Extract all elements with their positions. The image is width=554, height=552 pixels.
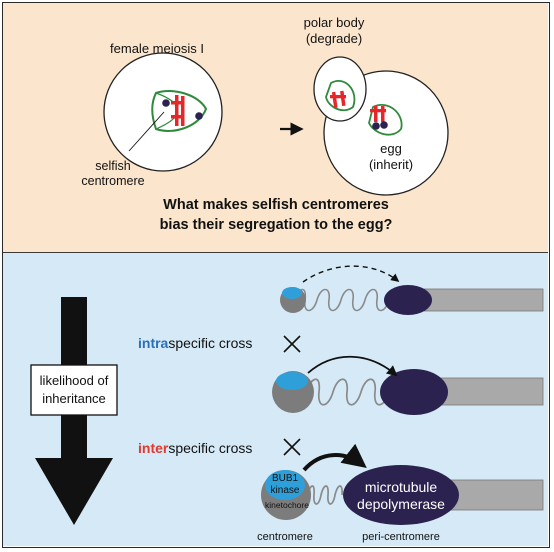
depolymerase-small [384, 285, 432, 315]
polar-body-label-1: polar body [304, 15, 365, 30]
question-line-1: What makes selfish centromeres [163, 197, 389, 213]
top-panel [3, 3, 548, 252]
meiosis-label: female meiosis I [110, 41, 204, 56]
egg-cell [313, 56, 449, 196]
bub1-label-2: kinase [271, 485, 300, 496]
selfish-label-2: centromere [81, 174, 144, 188]
figure: female meiosis I selfish centromere [2, 2, 550, 548]
depolymerase-large [343, 465, 459, 525]
chromosome-strong [261, 443, 544, 525]
curved-arrow-icon [307, 355, 398, 377]
diagram-canvas: female meiosis I selfish centromere [30, 15, 544, 543]
bub1-label-1: BUB1 [272, 473, 299, 484]
oocyte-cell [103, 52, 223, 172]
chromosome-medium [272, 355, 544, 415]
egg-label-1: egg [380, 141, 402, 156]
kinetochore-small [282, 287, 302, 299]
depolymerase-medium [380, 369, 448, 415]
kinetochore-large [265, 470, 305, 500]
inter-cross-label: interspecific cross [138, 440, 252, 456]
question-line-2: bias their segregation to the egg? [160, 217, 393, 233]
polar-body [313, 56, 367, 122]
inheritance-box [30, 364, 118, 416]
inheritance-label-1: likelihood of [40, 373, 109, 388]
spindle [151, 90, 208, 132]
inheritance-label-2: inheritance [42, 391, 106, 406]
polar-body-label-2: (degrade) [306, 31, 362, 46]
kinetochore-medium [276, 372, 308, 390]
depolymerase-label-2: depolymerase [357, 496, 445, 512]
kinetochore-label: kinetochore [265, 500, 309, 510]
depolymerase-label-1: microtubule [365, 479, 438, 495]
intra-cross-label: intraspecific cross [138, 335, 252, 351]
centromere-label: centromere [257, 531, 313, 543]
pericentromere-label: peri-centromere [362, 531, 440, 543]
cross-icon [283, 335, 301, 353]
selfish-label-1: selfish [95, 159, 130, 173]
cross-icon [283, 438, 301, 456]
egg-label-2: (inherit) [369, 157, 413, 172]
chromosome-pair [162, 95, 203, 126]
dashed-arrow-icon [302, 265, 400, 283]
curved-arrow-icon [302, 443, 367, 472]
chromosome-weak [280, 265, 544, 315]
